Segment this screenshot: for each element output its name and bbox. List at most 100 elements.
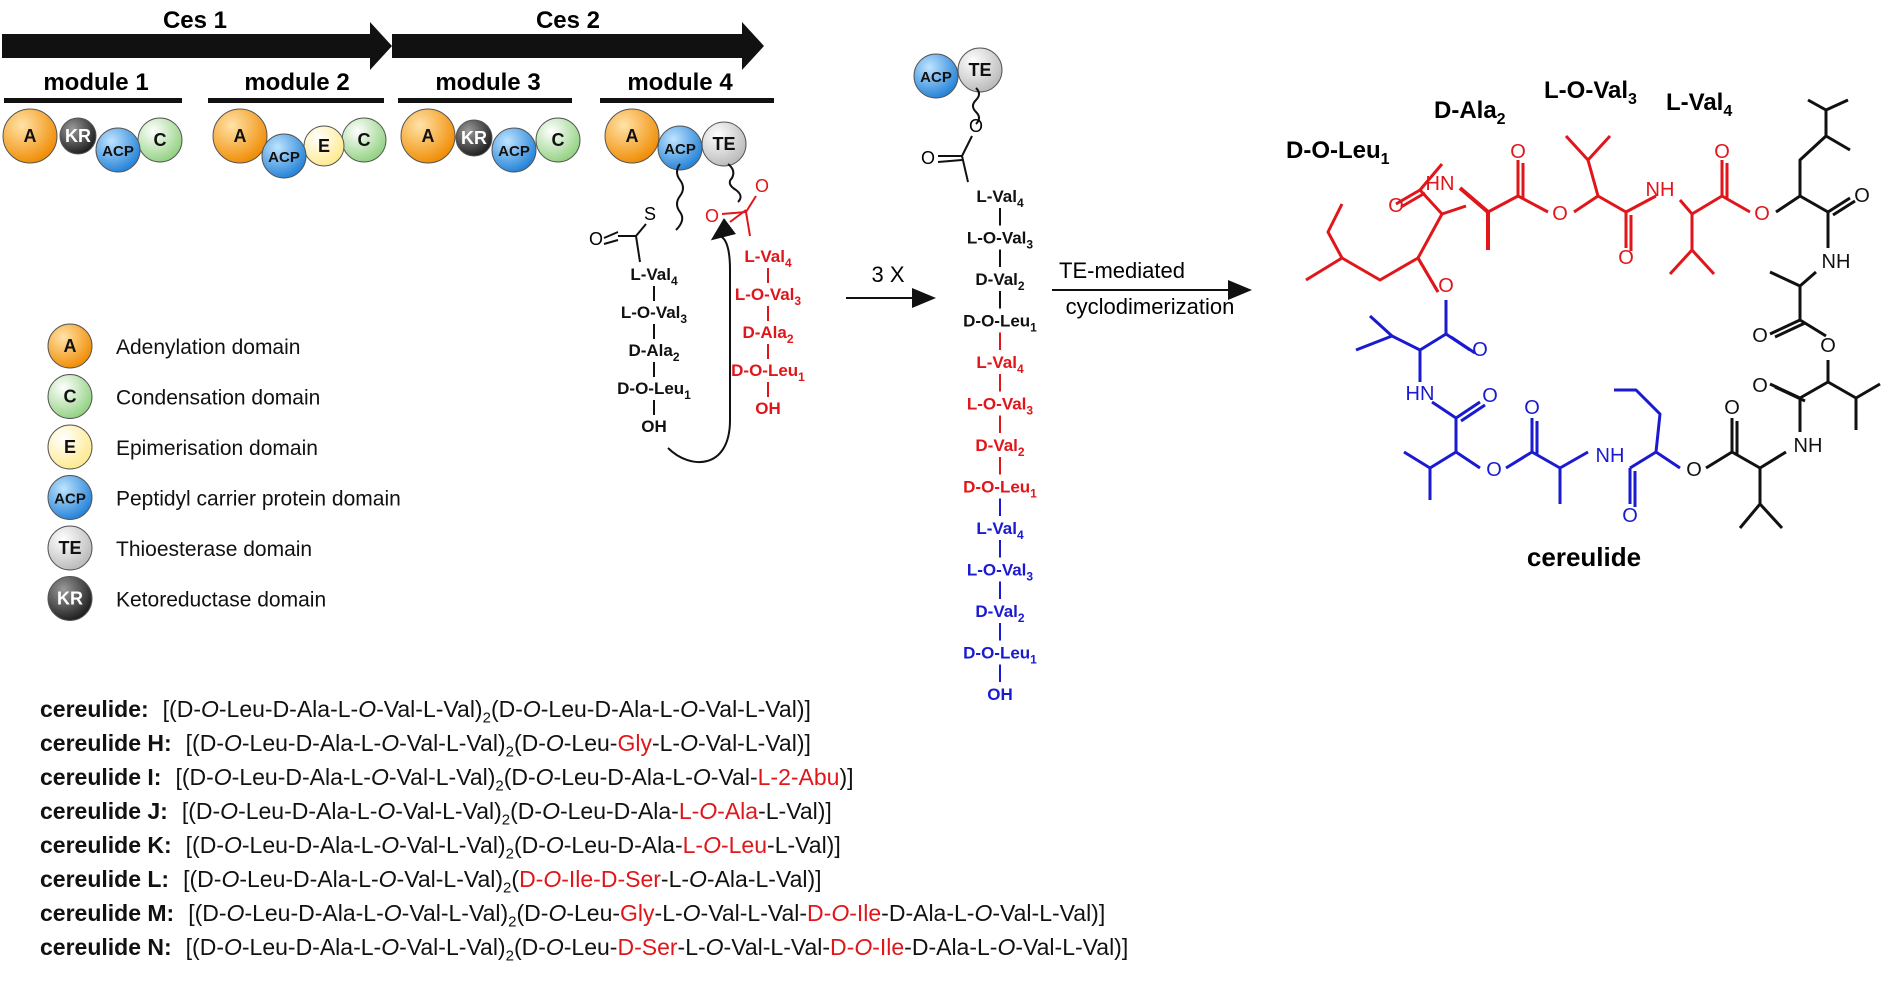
formula-segment: O (543, 866, 562, 892)
bond (1400, 191, 1426, 209)
module-1-kr-domain: KR (59, 117, 97, 155)
formula-segment: O (522, 696, 541, 722)
formula-segment: -Val-L-Val)] (1015, 934, 1129, 960)
module-1-kr-domain-label: KR (65, 126, 91, 146)
formula-segment: O (997, 934, 1016, 960)
formula-segment: -Val-L-Val) (401, 900, 509, 926)
formula-segment: -Val-L-Val)] (697, 696, 811, 722)
formula-segment: -L- (660, 866, 690, 892)
residue-header-1: D-O-Leu1 (1286, 137, 1390, 168)
module-4-bar (600, 98, 774, 103)
legend-c-icon-label: C (64, 387, 77, 407)
formula-segment: 2 (505, 947, 514, 965)
formula-segment: -Leu- (566, 900, 621, 926)
formula-segment: -Leu-D-Ala-L- (218, 696, 359, 722)
module-2: module 2 (208, 69, 384, 103)
formula-segment: [(D- (185, 934, 224, 960)
formula-segment: O (974, 900, 993, 926)
legend-a-icon: A (47, 323, 93, 369)
formula-segment: -Leu-D-Ala-L- (239, 866, 379, 892)
atom-n-red-2: NH (1646, 179, 1675, 201)
formula-segment: -L-Val)] (767, 832, 841, 858)
module-4-a-domain-label: A (626, 126, 639, 146)
atom-o-ring-1: O (1438, 275, 1454, 297)
bond (1825, 134, 1851, 152)
legend-te-label: Thioesterase domain (116, 538, 312, 561)
bond (1355, 334, 1393, 352)
formula-segment: (D- (513, 730, 546, 756)
sequence-row-7: cereulide M:[(D-O-Leu-D-Ala-L-O-Val-L-Va… (40, 900, 1540, 934)
bond (1403, 450, 1457, 470)
thioester-s-label: S (644, 204, 656, 224)
module-2-bar (208, 98, 384, 103)
sequence-name: cereulide K: (40, 832, 172, 858)
sequence-row-3: cereulide I: [(D-O-Leu-D-Ala-L-O-Val-L-Va… (40, 764, 1540, 798)
bond (1691, 194, 1723, 216)
module-4-label: module 4 (627, 69, 733, 96)
ces2-label: Ces 2 (536, 7, 600, 34)
formula-segment: L-2-Abu (757, 764, 840, 790)
long-chain-residue-1: L-Val4 (976, 187, 1024, 210)
formula-segment: O (542, 798, 560, 824)
legend-e-icon: E (47, 424, 93, 470)
long-chain-residue-9: L-Val4 (976, 519, 1024, 542)
ces1-label: Ces 1 (163, 7, 227, 34)
formula-segment: 2 (495, 777, 504, 795)
cyclization-step: TE-mediated cyclodimerization (1052, 258, 1252, 319)
bond (1629, 450, 1657, 470)
module-4-te-domain-label: TE (712, 134, 735, 154)
formula-segment: O (220, 798, 239, 824)
legend-te-icon-label: TE (58, 538, 81, 558)
atom-o-black-1: O (1854, 185, 1870, 207)
bond (1625, 194, 1657, 214)
sequence-name: cereulide: (40, 696, 149, 722)
black-chain-residue-3: D-Ala2 (628, 341, 679, 364)
module-1-c-domain: C (137, 117, 183, 163)
formula-segment: -Val-L-Val) (396, 866, 504, 892)
sequence-row-1: cereulide:[(D-O-Leu-D-Ala-L-O-Val-L-Val)… (40, 696, 1540, 730)
formula-segment: Gly (620, 900, 655, 926)
formula-segment: [(D- (185, 832, 224, 858)
atom-o-blue-4: O (1482, 385, 1498, 407)
sequence-formula: [(D-O-Leu-D-Ala-L-O-Val-L-Val)2(D-O-Leu-… (186, 730, 811, 761)
sequence-row-4: cereulide J:[(D-O-Leu-D-Ala-L-O-Val-L-Va… (40, 798, 1540, 832)
module-3-c-domain-label: C (552, 130, 565, 150)
module-3-a-domain: A (400, 108, 456, 164)
bond (1799, 318, 1827, 338)
formula-segment: O (223, 730, 242, 756)
formula-segment: -L- (677, 934, 706, 960)
sequence-name: cereulide M: (40, 900, 175, 926)
module-2-c-domain-label: C (358, 130, 371, 150)
formula-segment: -Leu-D-Ala-L- (553, 764, 693, 790)
formula-segment: O (381, 832, 400, 858)
formula-segment: -L- (651, 730, 681, 756)
bond (1395, 188, 1421, 206)
cyclization-label-2: cyclodimerization (1066, 294, 1235, 319)
formula-segment: -Leu-D-Ala-L- (540, 696, 681, 722)
formula-segment: -L-Val)] (758, 798, 832, 824)
sequence-row-2: cereulide H:[(D-O-Leu-D-Ala-L-O-Val-L-Va… (40, 730, 1540, 764)
bond (1825, 98, 1849, 112)
sequence-name: cereulide H: (40, 730, 172, 756)
legend-a-label: Adenylation domain (116, 336, 300, 359)
atom-o-red-6: O (1754, 203, 1770, 225)
carbonyl-o-black: O (589, 229, 603, 249)
formula-segment: O (545, 934, 564, 960)
structure-bonds (1305, 98, 1881, 530)
module-4-acp-domain-label: ACP (664, 141, 696, 158)
atom-o-red-5: O (1714, 141, 1730, 163)
legend-e-label: Epimerisation domain (116, 437, 318, 460)
module-2-e-domain-label: E (318, 136, 330, 156)
module-2-e-domain: E (303, 125, 345, 167)
sequence-name: cereulide I: (40, 764, 162, 790)
module-1: module 1 (4, 69, 182, 103)
module-3-kr-domain-label: KR (461, 128, 487, 148)
residue-header-2: D-Ala2 (1434, 97, 1506, 128)
legend-acp-icon: ACP (47, 475, 93, 520)
sequence-formula: [(D-O-Leu-D-Ala-L-O-Val-L-Val)2(D-O-Leu-… (175, 764, 853, 795)
bond (1505, 450, 1533, 470)
